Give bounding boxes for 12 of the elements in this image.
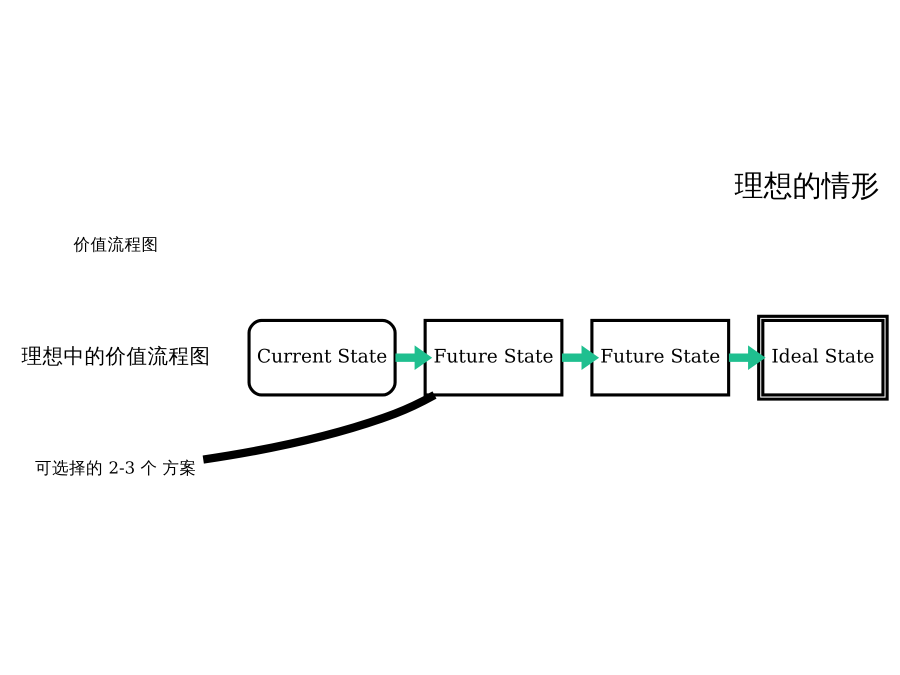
node-box: Future State <box>590 318 730 397</box>
label: 理想中的价值流程图 <box>21 344 210 368</box>
diagram-title: 理想的情形 <box>734 168 880 202</box>
arrow <box>728 345 766 370</box>
arrow <box>395 345 432 370</box>
node-box: Future State <box>424 318 564 397</box>
connector <box>202 391 436 464</box>
node-box: Current State <box>248 318 397 397</box>
node-box: Ideal State <box>757 314 889 401</box>
label: 价值流程图 <box>73 234 158 254</box>
arrow <box>562 345 600 370</box>
node-text: 可选择的 2-3 个 方案 <box>35 458 197 478</box>
